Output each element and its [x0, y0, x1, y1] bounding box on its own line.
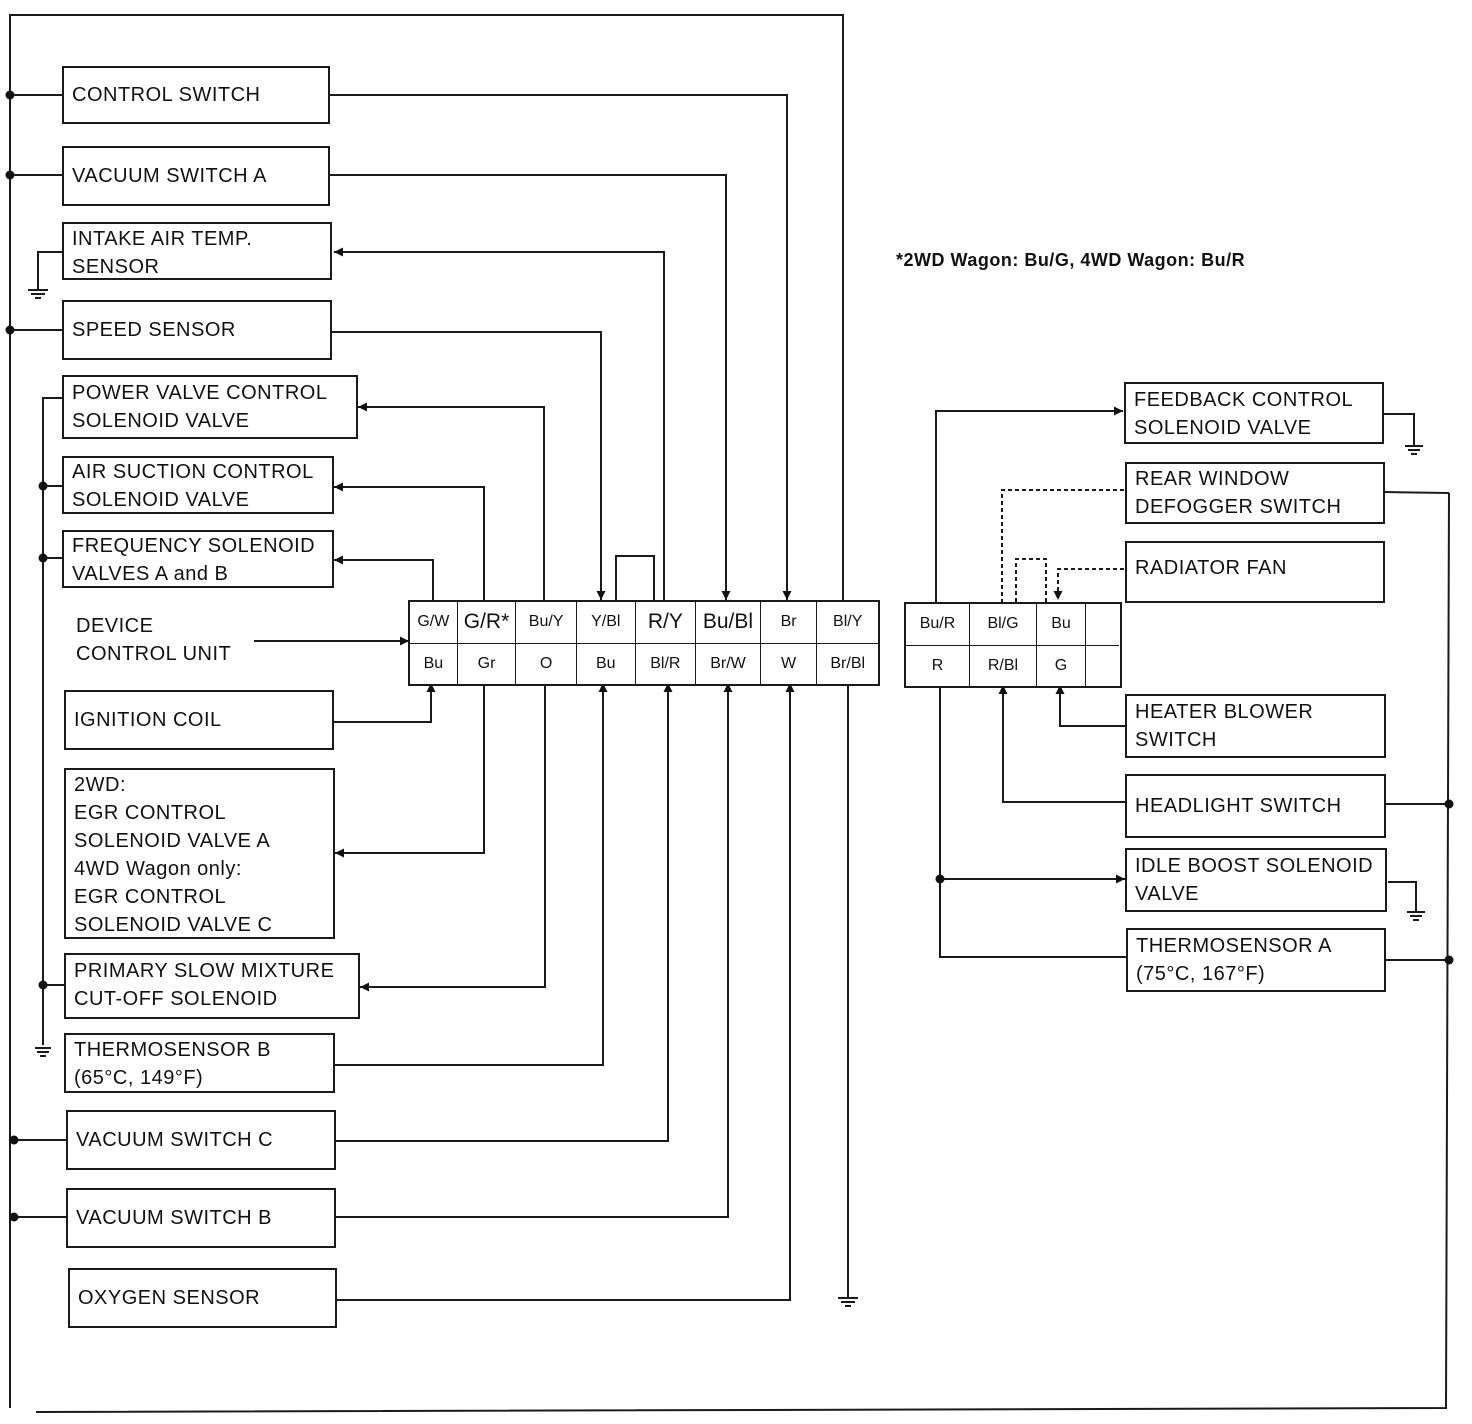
intake-ground-wire [37, 251, 62, 290]
device-control-unit-label: DEVICE CONTROL UNIT [76, 615, 232, 665]
air-suction-wire [334, 482, 485, 600]
oxygen-sensor-wire [337, 683, 795, 1301]
headlight-switch-box: HEADLIGHT SWITCH [1125, 774, 1386, 838]
air-suction-control-solenoid-box: AIR SUCTION CONTROL SOLENOID VALVE [62, 456, 334, 514]
speed-sensor-wire [330, 331, 606, 600]
ignition-coil-box: IGNITION COIL [64, 690, 334, 750]
junction-dot [38, 553, 48, 563]
connector-pin-empty [1085, 604, 1119, 686]
egr-solenoid-wire [335, 683, 485, 858]
ground-symbol [28, 289, 48, 299]
junction-dot [38, 481, 48, 491]
egr-control-solenoid-box: 2WD: EGR CONTROL SOLENOID VALVE A 4WD Wa… [64, 768, 335, 939]
power-valve-wire [358, 402, 545, 600]
junction-dot [1444, 799, 1454, 809]
junction-dot [38, 980, 48, 990]
primary-slow-mixture-box: PRIMARY SLOW MIXTURE CUT-OFF SOLENOID [64, 953, 360, 1019]
power-bus-wire [9, 14, 844, 1408]
power-valve-control-solenoid-box: POWER VALVE CONTROL SOLENOID VALVE [62, 375, 358, 439]
intake-air-temp-wire [334, 247, 665, 600]
vacuum-switch-a-wire [330, 174, 731, 600]
ground-symbol [35, 1047, 51, 1057]
thermosensor-a-box: THERMOSENSOR A (75°C, 167°F) [1126, 928, 1386, 992]
control-switch-wire [330, 94, 792, 600]
thermosensor-b-box: THERMOSENSOR B (65°C, 149°F) [64, 1033, 335, 1093]
idle-boost-ground-wire [1388, 881, 1417, 912]
ground-symbol [1405, 445, 1423, 455]
vacuum-switch-a-box: VACUUM SWITCH A [62, 146, 330, 206]
feedback-control-wire [935, 406, 1123, 602]
speed-sensor-box: SPEED SENSOR [62, 300, 332, 360]
idle-boost-solenoid-box: IDLE BOOST SOLENOID VALVE [1125, 848, 1387, 912]
wagon-wire-color-note: *2WD Wagon: Bu/G, 4WD Wagon: Bu/R [896, 250, 1246, 270]
junction-dot [9, 1212, 19, 1222]
rear-defogger-bus-wire [1383, 491, 1450, 494]
vacuum-switch-b-wire [335, 683, 733, 1218]
thermosensor-b-wire [335, 683, 608, 1066]
vacuum-switch-b-box: VACUUM SWITCH B [66, 1188, 336, 1248]
ground-symbol [1407, 911, 1425, 921]
feedback-control-solenoid-box: FEEDBACK CONTROL SOLENOID VALVE [1124, 382, 1384, 444]
frequency-solenoid-box: FREQUENCY SOLENOID VALVES A and B [62, 530, 334, 588]
control-switch-box: CONTROL SWITCH [62, 66, 330, 124]
bu-loop-wire [1015, 558, 1047, 602]
junction-dot [9, 1135, 19, 1145]
junction-dot [5, 170, 15, 180]
vacuum-switch-c-box: VACUUM SWITCH C [66, 1110, 336, 1170]
junction-dot [5, 325, 15, 335]
heater-blower-switch-box: HEATER BLOWER SWITCH [1125, 694, 1386, 758]
junction-dot [1444, 955, 1454, 965]
idle-boost-wire [939, 685, 1126, 958]
primary-slow-wire [360, 683, 546, 992]
rear-window-defogger-switch-box: REAR WINDOW DEFOGGER SWITCH [1125, 462, 1385, 524]
intake-air-temp-sensor-box: INTAKE AIR TEMP. SENSOR [62, 222, 332, 280]
solenoid-ground-bus-wire [42, 397, 62, 1045]
feedback-ground-wire [1384, 413, 1415, 446]
power-bus-right-wire [35, 492, 1450, 1413]
vacuum-switch-c-wire [335, 683, 673, 1142]
heater-blower-wire [1055, 685, 1125, 727]
headlight-switch-wire [998, 685, 1125, 803]
y-bl-loop-wire [615, 555, 655, 600]
rear-defogger-wire [1001, 489, 1124, 602]
connector-pin-g-r: G/R*Gr [456, 602, 516, 684]
ground-symbol [838, 1297, 858, 1307]
oxygen-sensor-box: OXYGEN SENSOR [68, 1268, 337, 1328]
radiator-fan-box: RADIATOR FAN [1125, 541, 1385, 603]
frequency-solenoid-wire [334, 555, 434, 600]
junction-dot [935, 874, 945, 884]
junction-dot [5, 90, 15, 100]
ignition-coil-wire [334, 683, 436, 723]
radiator-fan-wire [1053, 568, 1124, 600]
